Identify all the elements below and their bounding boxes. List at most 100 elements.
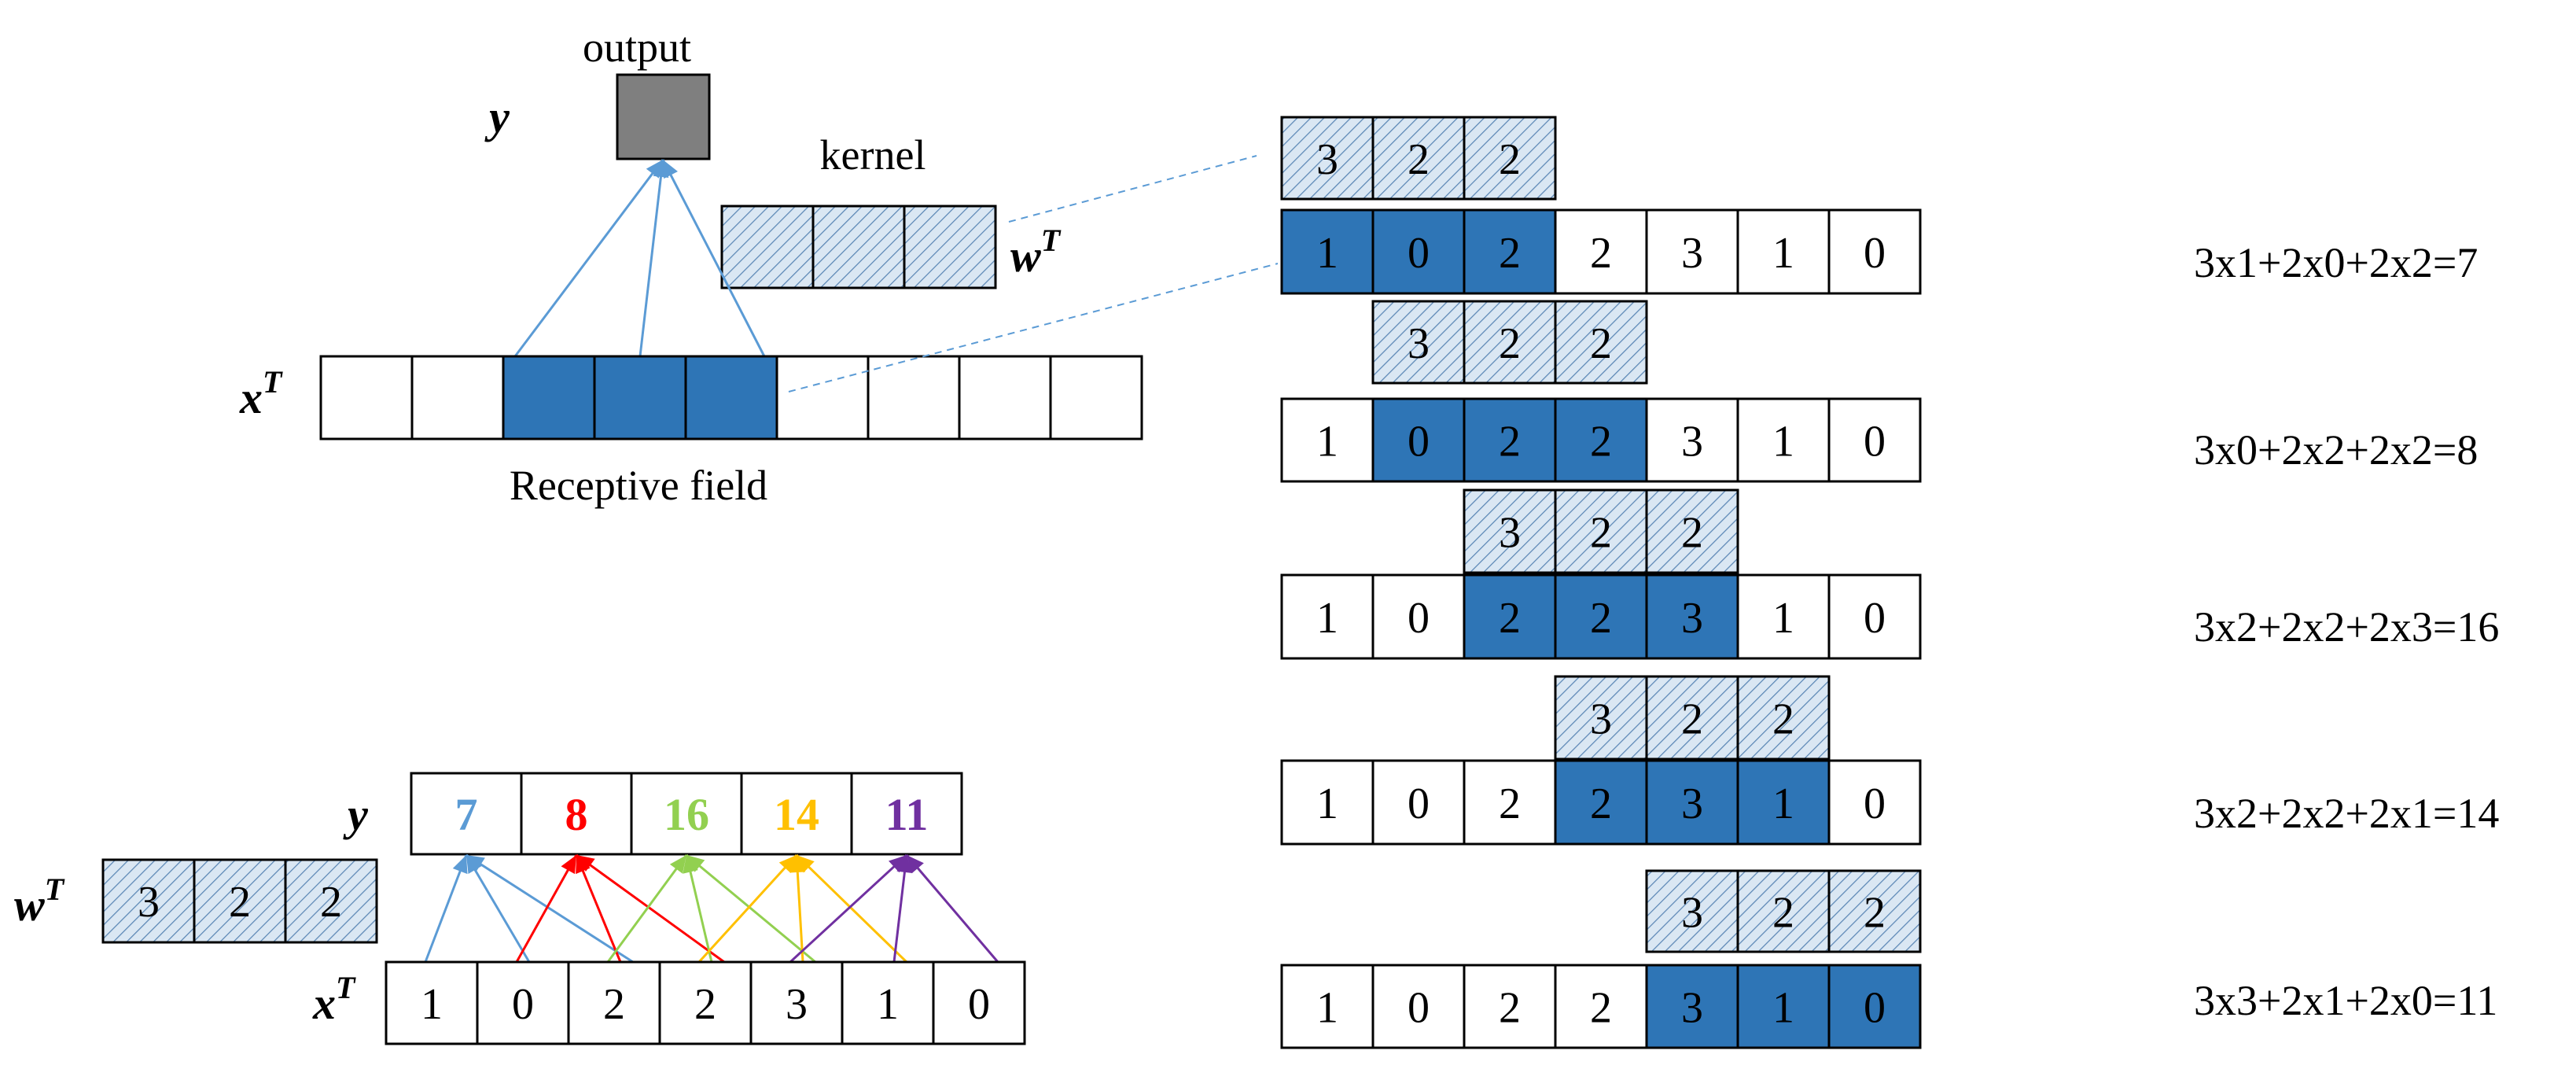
step-kernel-cell (1463, 116, 1557, 201)
cell-value: 2 (1681, 695, 1703, 744)
cell-value: 0 (1408, 984, 1430, 1033)
receptive-cell (502, 355, 596, 440)
cell-value: 1 (1316, 594, 1338, 643)
step-kernel-cell (1463, 488, 1557, 574)
top-kernel-cells (720, 205, 997, 289)
step-input-cell (1371, 759, 1466, 846)
output-cell (520, 772, 633, 856)
conv-arrow-head (576, 855, 595, 872)
cell-value: 1 (421, 980, 443, 1029)
conv-arrow-head (466, 855, 485, 872)
step-input-cell (1736, 397, 1831, 483)
step-input-cell (1554, 964, 1648, 1049)
conv-arrow (789, 853, 908, 964)
cell-value: 0 (1408, 418, 1430, 466)
dashed-connector-bottom (788, 263, 1279, 393)
cell-value: 0 (512, 980, 534, 1029)
top-w-label: wT (1010, 223, 1062, 282)
cell-value: 0 (968, 980, 990, 1029)
cell-value: 3 (786, 980, 808, 1029)
cell-value: 2 (1499, 319, 1521, 368)
conv-arrow (795, 853, 908, 964)
receptive-cell (684, 355, 778, 440)
cell-value: 2 (1499, 984, 1521, 1033)
step-input-cell (1827, 759, 1922, 846)
cell-value: 2 (320, 878, 342, 927)
cell-value: 3 (1590, 695, 1612, 744)
conv-arrow (795, 854, 804, 963)
conv-arrow (576, 853, 725, 964)
dashed-connector-top (1008, 155, 1257, 223)
input-cell (319, 355, 414, 440)
cell-value: 0 (1864, 594, 1886, 643)
equation-2: 3x0+2x2+2x2=8 (2194, 426, 2478, 474)
cell-value: 7 (455, 789, 478, 840)
conv-arrow-head (789, 855, 806, 873)
cell-value: 0 (1864, 229, 1886, 278)
cell-value: 2 (1772, 889, 1794, 938)
conv-arrow-head (907, 855, 924, 874)
cell-value: 2 (1408, 135, 1430, 184)
receptive-arrow (638, 159, 664, 357)
cell-value: 1 (1772, 594, 1794, 643)
conv-arrow (905, 854, 999, 963)
top-kernel-cell (811, 205, 906, 289)
output-cell (630, 772, 743, 856)
cell-value: 1 (1316, 229, 1338, 278)
conv-arrow (606, 854, 688, 963)
step-active-cell (1645, 759, 1739, 846)
cell-value: 3 (1681, 229, 1703, 278)
step-kernel-cell (1463, 300, 1557, 385)
step-kernel-cell (1554, 300, 1648, 385)
cell-value: 2 (1590, 509, 1612, 558)
cell-value: 0 (1864, 984, 1886, 1033)
bottom-w-label: wT (14, 872, 65, 931)
step-input-cell (1736, 573, 1831, 660)
cell-value: 1 (1772, 229, 1794, 278)
cell-value: 14 (774, 789, 819, 840)
top-kernel-cell (720, 205, 815, 289)
step-kernel-cell (1736, 675, 1831, 761)
conv-arrow-head (669, 855, 686, 874)
step-active-cell (1463, 397, 1557, 483)
conv-arrow-head (889, 855, 907, 873)
cell-value: 2 (1772, 695, 1794, 744)
cell-value: 2 (1499, 780, 1521, 828)
cell-value: 2 (1499, 418, 1521, 466)
cell-value: 11 (885, 789, 929, 840)
cell-value: 3 (138, 878, 160, 927)
step-equations: 3x1+2x0+2x2=73x0+2x2+2x2=83x2+2x2+2x3=16… (2194, 239, 2499, 1024)
conv-arrow (697, 853, 798, 964)
conv-arrow-head (452, 855, 468, 875)
cell-value: 3 (1681, 594, 1703, 643)
conv-arrow (685, 854, 713, 963)
cell-value: 1 (1316, 780, 1338, 828)
step-input-cell (1827, 397, 1922, 483)
receptive-field-label: Receptive field (510, 462, 767, 509)
step-input-cell (1463, 964, 1557, 1049)
cell-value: 1 (1772, 418, 1794, 466)
cell-value: 2 (603, 980, 625, 1029)
cell-value: 2 (1864, 889, 1886, 938)
kernel-label: kernel (820, 131, 926, 179)
cell-value: 3 (1316, 135, 1338, 184)
cell-value: 2 (1499, 135, 1521, 184)
receptive-arrows (513, 159, 766, 357)
cell-value: 1 (1316, 984, 1338, 1033)
conv-arrow (575, 854, 622, 963)
input-cell (1049, 355, 1143, 440)
step-active-cell (1645, 964, 1739, 1049)
cell-value: 16 (664, 789, 709, 840)
equation-1: 3x1+2x0+2x2=7 (2194, 239, 2478, 286)
input-cell (476, 960, 570, 1045)
cell-value: 2 (1590, 229, 1612, 278)
step-active-cell (1463, 573, 1557, 660)
step-active-cell (1554, 397, 1648, 483)
